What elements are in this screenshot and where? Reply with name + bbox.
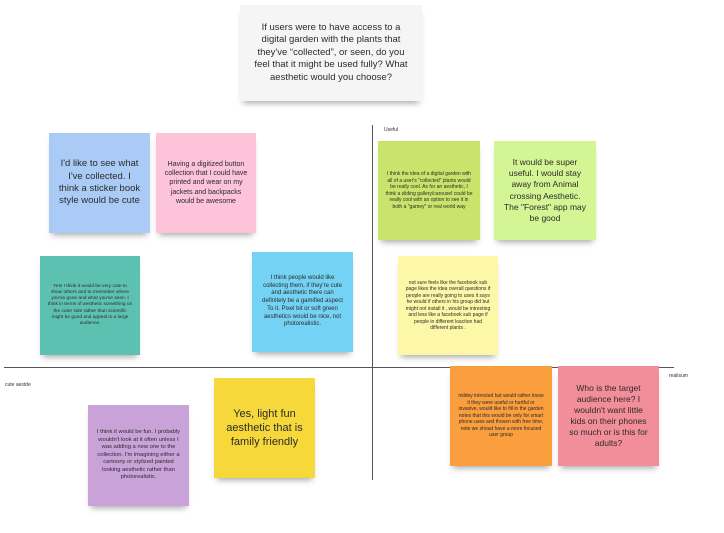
sticky-note-mildly-interested[interactable]: mildey intrested but would rather know i… — [450, 366, 552, 466]
axis-label-right: realisum — [669, 373, 688, 379]
sticky-note-text: Having a digitized button collection tha… — [164, 161, 248, 205]
sticky-note-button-collection[interactable]: Having a digitized button collection tha… — [156, 133, 256, 233]
sticky-note-cute-share[interactable]: Yes! I think it would be very cute to sh… — [40, 256, 140, 355]
horizontal-axis-line — [4, 367, 674, 368]
sticky-note-family-friendly[interactable]: Yes, light fun aesthetic that is family … — [214, 378, 315, 478]
sticky-note-carousel[interactable]: I think the idea of a digital garden wit… — [378, 141, 480, 240]
sticky-note-text: I think it would be fun. I probably woul… — [96, 429, 181, 481]
sticky-note-text: mildey intrested but would rather know i… — [458, 393, 544, 439]
sticky-note-text: It would be super useful. I would stay a… — [503, 157, 587, 223]
sticky-note-text: Yes! I think it would be very cute to sh… — [47, 283, 133, 327]
sticky-note-gamified[interactable]: I think people would like collecting the… — [252, 252, 353, 352]
axis-label-left: cute aestde — [5, 382, 31, 388]
axis-label-top: Useful — [384, 127, 399, 133]
sticky-note-text: I think the idea of a digital garden wit… — [385, 171, 473, 210]
question-text: If users were to have access to a digita… — [254, 22, 408, 83]
sticky-note-text: I think people would like collecting the… — [262, 274, 343, 328]
sticky-note-text: Who is the target audience here? I would… — [569, 382, 648, 449]
sticky-note-forest-app[interactable]: It would be super useful. I would stay a… — [494, 141, 596, 240]
sticky-note-text: I'd like to see what I've collected. I t… — [58, 158, 141, 207]
question-card[interactable]: If users were to have access to a digita… — [240, 5, 422, 101]
sticky-note-text: not sure feels like the facebook sub pag… — [405, 279, 491, 332]
sticky-note-cartoony[interactable]: I think it would be fun. I probably woul… — [88, 405, 189, 506]
vertical-axis-line — [372, 125, 373, 480]
sticky-note-sticker-book[interactable]: I'd like to see what I've collected. I t… — [49, 133, 150, 233]
sticky-note-target-audience[interactable]: Who is the target audience here? I would… — [558, 366, 659, 466]
sticky-note-facebook-subpage[interactable]: not sure feels like the facebook sub pag… — [398, 256, 498, 355]
sticky-note-text: Yes, light fun aesthetic that is family … — [226, 407, 303, 449]
